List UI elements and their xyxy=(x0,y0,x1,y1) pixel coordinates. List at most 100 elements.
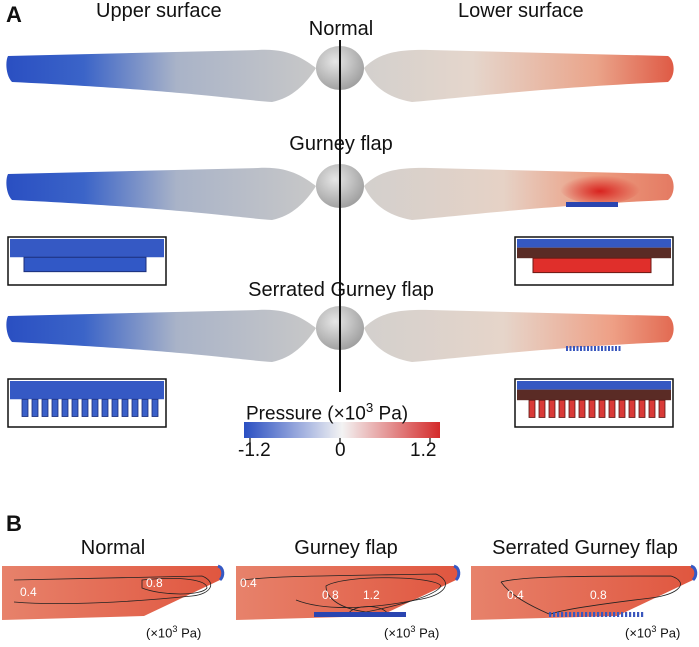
pressure-hotspot xyxy=(560,172,640,204)
inset-serration-tooth xyxy=(91,398,99,417)
panel-b-plot-gurney-flap xyxy=(236,564,461,620)
inset-serration-tooth xyxy=(151,398,159,417)
upper-surface-blade xyxy=(6,49,316,102)
inset-serration-tooth xyxy=(121,398,129,417)
serration-tooth xyxy=(605,612,608,617)
serration-tooth xyxy=(621,612,624,617)
serration-tooth xyxy=(608,346,610,351)
inset-serration-tooth xyxy=(588,399,596,418)
serration-tooth xyxy=(580,346,582,351)
upper-surface-blade xyxy=(6,167,316,220)
serration-tooth xyxy=(565,612,568,617)
inset-blade-top xyxy=(517,381,671,390)
serration-tooth xyxy=(601,612,604,617)
gurney-flap-strip xyxy=(566,202,618,207)
serration-tooth xyxy=(577,612,580,617)
row-label-normal: Normal xyxy=(308,18,374,40)
inset-gurney-lower xyxy=(514,236,674,286)
serration-tooth xyxy=(601,346,603,351)
serration-tooth xyxy=(553,612,556,617)
serration-tooth xyxy=(561,612,564,617)
contour-0-4 xyxy=(13,575,212,605)
pressure-field xyxy=(2,566,223,620)
inset-serration-tooth xyxy=(51,398,59,417)
row-label-serrated-gurney-flap: Serrated Gurney flap xyxy=(248,279,434,301)
serration-tooth xyxy=(597,346,600,351)
inset-serration-tooth xyxy=(608,399,616,418)
inset-serration-tooth xyxy=(31,398,39,417)
inset-serration-tooth xyxy=(61,398,69,417)
serration-tooth xyxy=(589,612,592,617)
inset-serration-tooth xyxy=(111,398,119,417)
pressure-field xyxy=(471,566,696,620)
contour-label: 1.2 xyxy=(363,588,380,602)
serration-tooth xyxy=(557,612,560,617)
serration-tooth xyxy=(581,612,584,617)
blade-tip-edge xyxy=(690,564,698,582)
contour-0-4 xyxy=(241,573,446,608)
inset-serrated-upper xyxy=(7,378,167,428)
inset-serration-tooth xyxy=(131,398,139,417)
row-label-gurney-flap: Gurney flap xyxy=(289,133,393,155)
propeller-normal xyxy=(6,46,674,102)
inset-serration-tooth xyxy=(81,398,89,417)
lower-surface-blade xyxy=(364,309,674,362)
serration-tooth xyxy=(641,612,644,617)
serration-tooth xyxy=(573,346,575,351)
serration-tooth xyxy=(585,612,588,617)
upper-surface-label: Upper surface xyxy=(96,0,222,22)
contour-0-4 xyxy=(500,575,681,615)
contour-label: 0.8 xyxy=(146,576,163,590)
inset-serration-tooth xyxy=(528,399,536,418)
inset-flap xyxy=(23,256,147,273)
serration-tooth xyxy=(613,612,616,617)
upper-surface-blade xyxy=(6,309,316,362)
inset-serration-tooth xyxy=(628,399,636,418)
inset-serration-tooth xyxy=(558,399,566,418)
colorbar-min-label: -1.2 xyxy=(238,440,271,461)
panel-b-unit-normal: (×103 Pa) xyxy=(146,624,202,641)
serration-tooth xyxy=(609,612,612,617)
inset-serration-tooth xyxy=(658,399,666,418)
serration-tooth xyxy=(615,346,617,351)
panel-b-title-normal: Normal xyxy=(80,537,146,559)
panel-b-title-serrated-gurney-flap: Serrated Gurney flap xyxy=(492,537,678,559)
colorbar-title: Pressure (×103 Pa) xyxy=(246,400,409,425)
serration-tooth xyxy=(625,612,628,617)
inset-flap xyxy=(532,257,652,274)
inset-serration-tooth xyxy=(568,399,576,418)
inset-serration-tooth xyxy=(578,399,586,418)
blade-tip-edge xyxy=(453,564,461,582)
serration-tooth xyxy=(629,612,632,617)
inset-serration-tooth xyxy=(41,398,49,417)
inset-blade-section xyxy=(517,247,671,259)
panel-b-letter: B xyxy=(6,511,22,536)
serration-tooth xyxy=(633,612,636,617)
serration-tooth xyxy=(573,612,576,617)
lower-surface-label: Lower surface xyxy=(458,0,584,22)
serration-tooth xyxy=(604,346,607,351)
inset-blade-section xyxy=(10,381,164,400)
serration-tooth xyxy=(618,346,621,351)
serration-tooth xyxy=(597,612,600,617)
contour-1-2 xyxy=(347,606,389,615)
serration-tooth xyxy=(611,346,614,351)
contour-label: 0.8 xyxy=(322,588,339,602)
serration-tooth xyxy=(587,346,589,351)
serration-tooth xyxy=(549,612,552,617)
serration-tooth xyxy=(593,612,596,617)
panel-b-unit-serrated: (×103 Pa) xyxy=(625,624,681,641)
serration-tooth xyxy=(594,346,596,351)
contour-0-8 xyxy=(325,577,442,613)
inset-serration-tooth xyxy=(548,399,556,418)
inset-serration-tooth xyxy=(618,399,626,418)
colorbar-max-label: 1.2 xyxy=(410,440,437,461)
serration-tooth xyxy=(569,346,572,351)
propeller-gurney-flap xyxy=(6,164,674,220)
serration-tooth xyxy=(583,346,586,351)
contour-label: 0.4 xyxy=(20,585,37,599)
serration-tooth xyxy=(617,612,620,617)
serration-tooth xyxy=(569,612,572,617)
panel-a-letter: A xyxy=(6,2,22,27)
inset-blade-top xyxy=(517,239,671,248)
